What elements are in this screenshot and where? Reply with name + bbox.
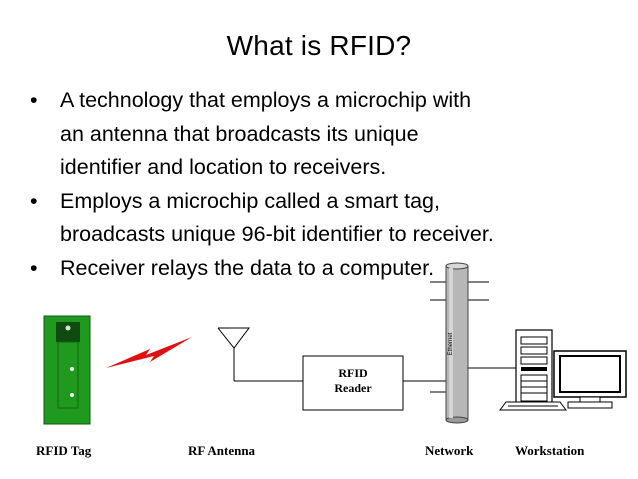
rfid-tag-icon	[43, 315, 91, 425]
rfid-reader-label: RFID Reader	[303, 366, 403, 396]
bullet-line: A technology that employs a microchip wi…	[60, 88, 472, 112]
bullet-item: • Employs a microchip called a smart tag…	[30, 185, 630, 252]
bullet-item: • Receiver relays the data to a computer…	[30, 252, 630, 286]
radio-signal-icon	[106, 337, 192, 368]
ethernet-label: Ethernet	[448, 332, 454, 356]
bullet-line: Employs a microchip called a smart tag,	[60, 188, 440, 213]
label-rf-antenna: RF Antenna	[188, 443, 256, 458]
antenna-icon	[217, 327, 250, 381]
rfid-reader-box	[302, 355, 404, 411]
bullet-dot: •	[30, 255, 38, 280]
bullet-line: broadcasts unique 96-bit identifier to r…	[60, 222, 494, 246]
slide-title: What is RFID?	[226, 30, 412, 61]
workstation-icon	[499, 329, 627, 411]
bullet-dot: •	[30, 188, 38, 213]
label-network: Network	[425, 443, 474, 458]
network-cylinder-icon	[445, 262, 469, 424]
bullet-line: identifier and location to receivers.	[60, 155, 387, 179]
label-workstation: Workstation	[515, 443, 585, 458]
bullet-line: Receiver relays the data to a computer.	[60, 255, 435, 280]
bullet-list: • A technology that employs a microchip …	[30, 84, 630, 285]
reader-label-line2: Reader	[334, 381, 372, 395]
bullet-line: an antenna that broadcasts its unique	[60, 121, 419, 146]
bullet-item: • A technology that employs a microchip …	[30, 84, 630, 185]
label-rfid-tag: RFID Tag	[36, 443, 92, 458]
bullet-dot: •	[30, 88, 38, 112]
reader-label-line1: RFID	[338, 366, 368, 380]
